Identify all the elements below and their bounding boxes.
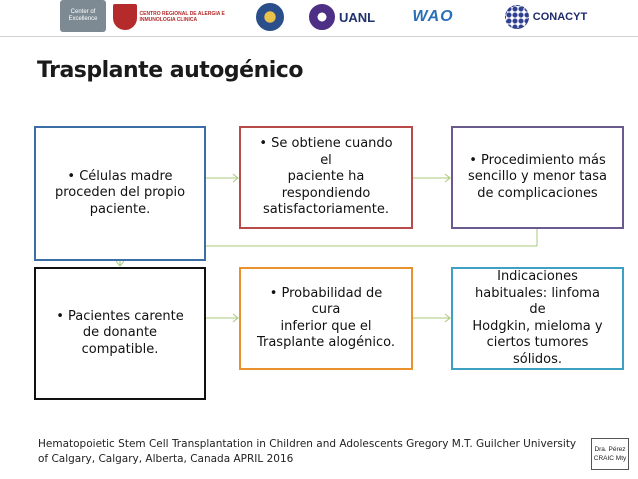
seal-icon [256,3,284,31]
header-divider [0,36,638,37]
process-box-3-text: • Procedimiento más sencillo y menor tas… [467,152,608,201]
arrow-4-5-icon [232,313,239,323]
badge-line-2: CRAIC Mty [593,455,627,462]
process-box-6: Indicaciones habituales: linfoma de Hodg… [451,267,624,370]
process-box-5-text: • Probabilidad de cura inferior que el T… [256,285,396,351]
arrow-3-4-icon [115,260,125,267]
conacyt-logo-text: CONACYT [532,11,588,23]
arrow-1-2-icon [232,173,239,183]
arrow-2-3-icon [444,173,451,183]
process-box-6-text: Indicaciones habituales: linfoma de Hodg… [472,269,603,367]
university-seal-logo [256,2,284,32]
craic-shield-icon [112,4,137,30]
conacyt-globe-icon [504,5,529,29]
citation: Hematopoietic Stem Cell Transplantation … [38,438,577,465]
center-excellence-logo-text: Center of Excellence [68,9,98,22]
process-box-2: • Se obtiene cuando el paciente ha respo… [239,126,413,229]
wao-logo-text: WAO [412,8,454,25]
process-box-4-text: • Pacientes carente de donante compatibl… [56,308,184,357]
process-box-2-text: • Se obtiene cuando el paciente ha respo… [259,136,393,218]
uanl-logo: UANL [300,2,384,32]
craic-logo-text: CENTRO REGIONAL DE ALERGIA E INMUNOLOGIA… [139,11,225,23]
process-box-4: • Pacientes carente de donante compatibl… [34,267,206,400]
conacyt-logo: CONACYT [486,2,606,32]
process-box-5: • Probabilidad de cura inferior que el T… [239,267,413,370]
process-box-1: • Células madre proceden del propio paci… [34,126,206,261]
badge-line-1: Dra. Pérez [594,446,626,453]
logo-bar: Center of Excellence CENTRO REGIONAL DE … [0,0,638,34]
craic-logo: CENTRO REGIONAL DE ALERGIA E INMUNOLOGIA… [112,2,238,32]
author-badge: Dra. Pérez CRAIC Mty [591,438,629,470]
wao-logo: WAO [390,2,476,32]
process-box-3: • Procedimiento más sencillo y menor tas… [451,126,624,229]
slide-title: Trasplante autogénico [37,58,303,83]
process-box-1-text: • Células madre proceden del propio paci… [54,168,186,217]
uanl-logo-text: UANL [338,9,376,25]
center-of-excellence-logo: Center of Excellence [60,0,106,32]
uanl-seal-icon [308,4,335,30]
arrow-5-6-icon [444,313,451,323]
